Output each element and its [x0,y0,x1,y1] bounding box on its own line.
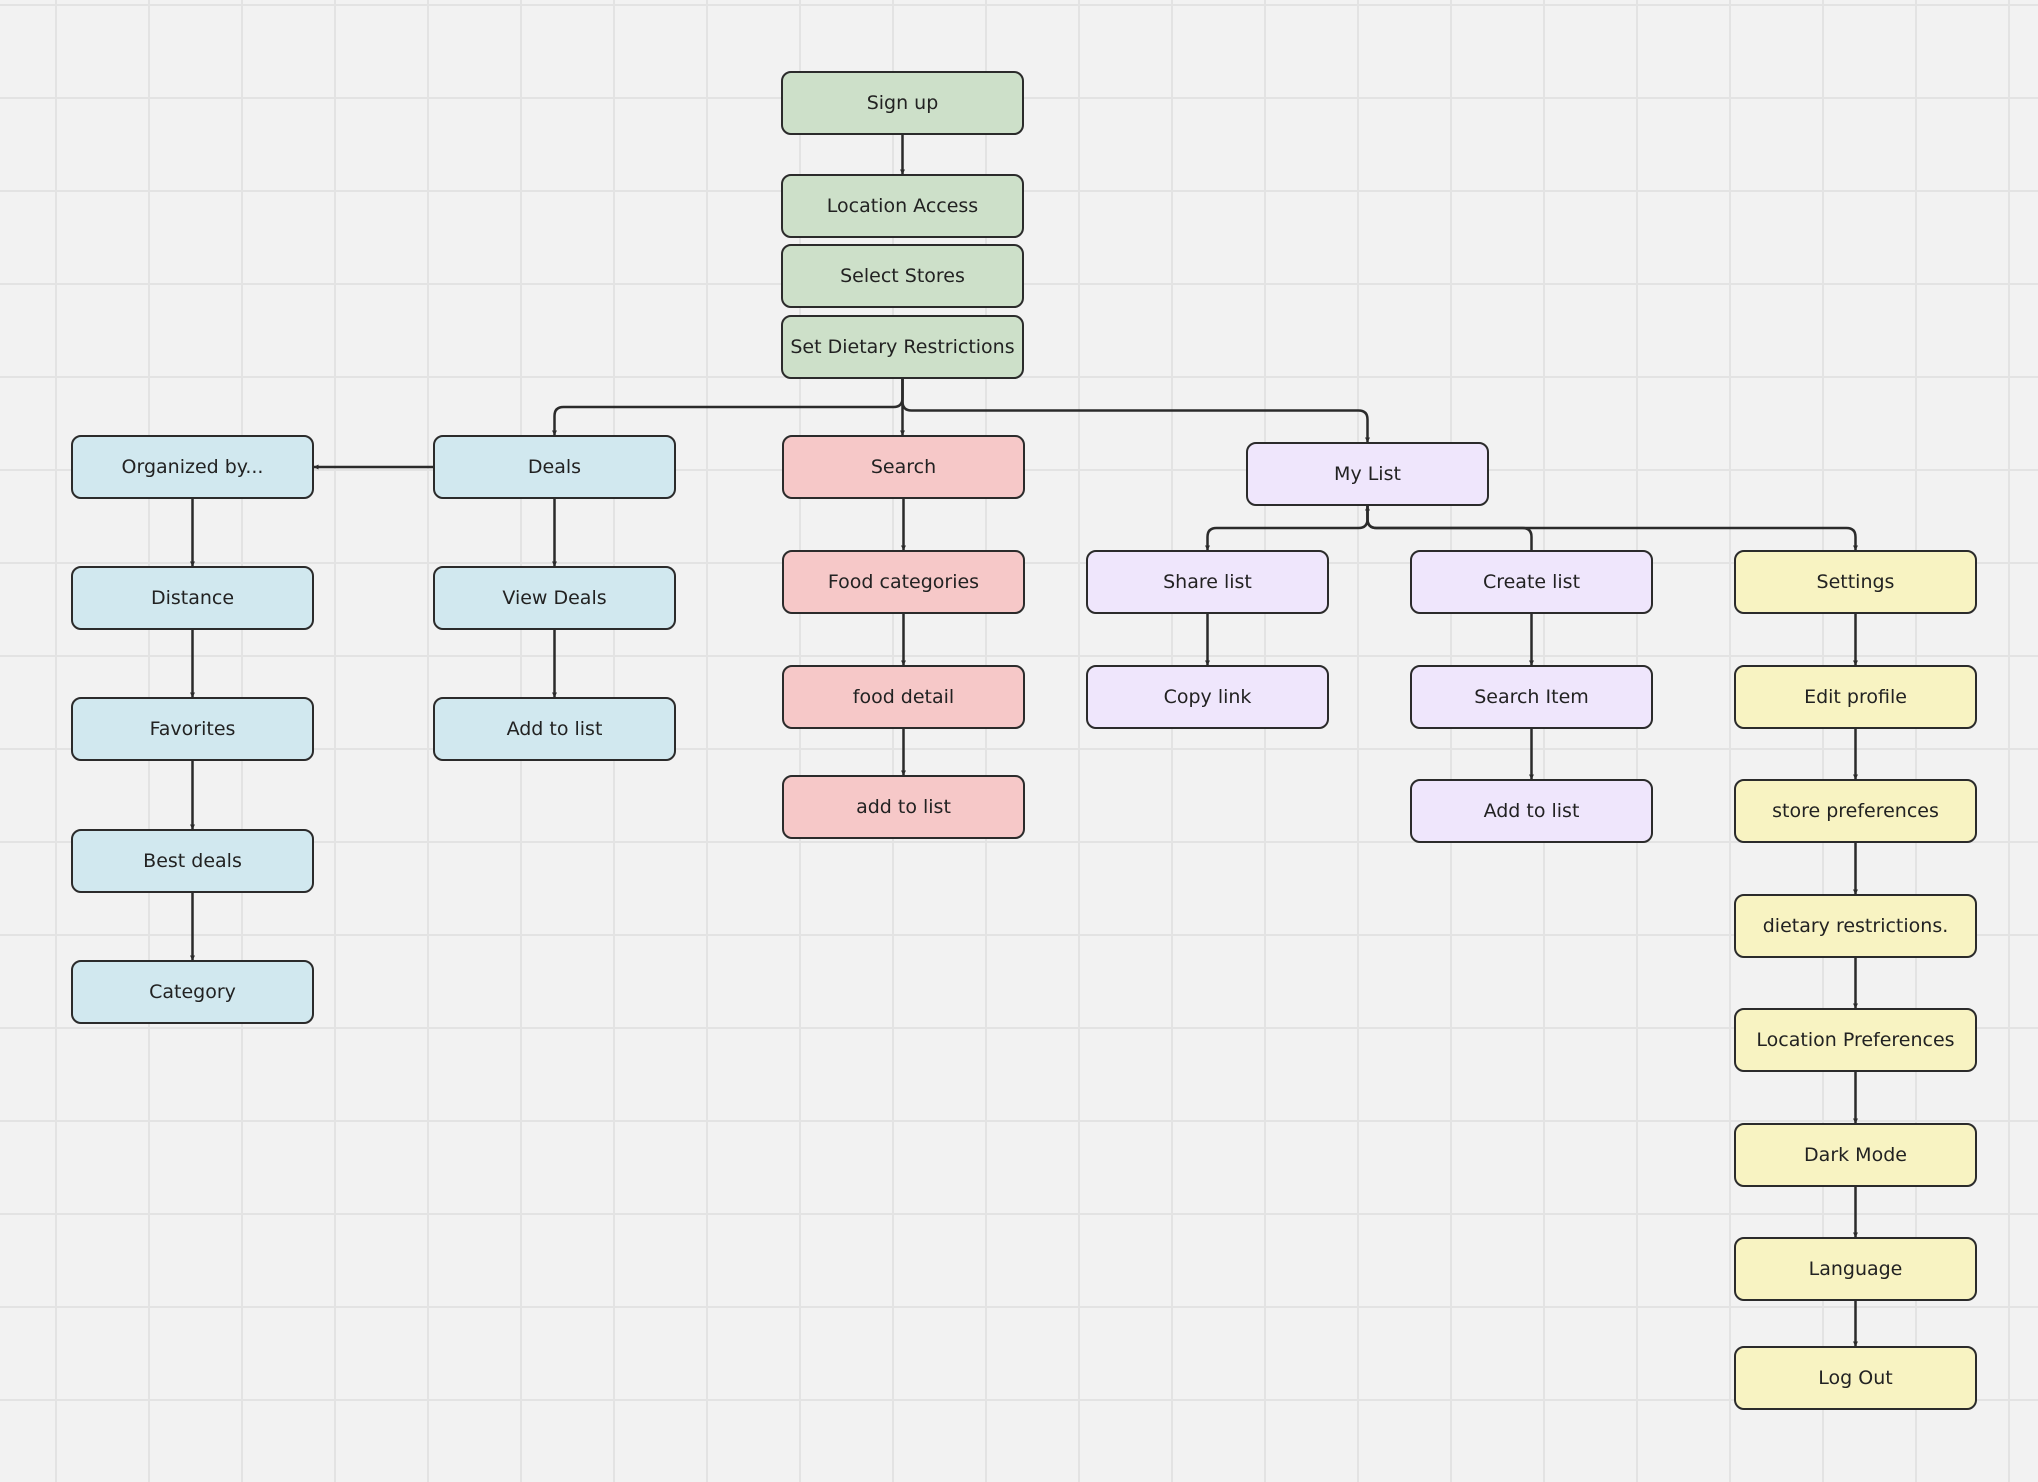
node-best-deals[interactable]: Best deals [71,829,314,893]
connector-create-list-to-my-list [1365,505,1533,550]
node-log-out[interactable]: Log Out [1734,1346,1977,1410]
node-search[interactable]: Search [782,435,1025,499]
node-dark-mode[interactable]: Dark Mode [1734,1123,1977,1187]
node-edit-profile[interactable]: Edit profile [1734,665,1977,729]
connector-my-list-to-share-list [1205,506,1369,551]
node-dietary-restrictions[interactable]: dietary restrictions. [1734,894,1977,958]
node-location-access[interactable]: Location Access [781,174,1024,238]
node-share-list[interactable]: Share list [1086,550,1329,614]
connector-set-dietary-restrictions-to-my-list [901,379,1370,443]
node-search-add-to-list[interactable]: add to list [782,775,1025,839]
node-location-preferences[interactable]: Location Preferences [1734,1008,1977,1072]
node-deals-add-to-list[interactable]: Add to list [433,697,676,761]
node-sign-up[interactable]: Sign up [781,71,1024,135]
node-create-list[interactable]: Create list [1410,550,1653,614]
node-deals[interactable]: Deals [433,435,676,499]
connector-set-dietary-restrictions-to-deals [552,379,904,436]
node-store-preferences[interactable]: store preferences [1734,779,1977,843]
node-search-item[interactable]: Search Item [1410,665,1653,729]
node-favorites[interactable]: Favorites [71,697,314,761]
node-language[interactable]: Language [1734,1237,1977,1301]
node-list-add-to-list[interactable]: Add to list [1410,779,1653,843]
node-copy-link[interactable]: Copy link [1086,665,1329,729]
node-my-list[interactable]: My List [1246,442,1489,506]
node-food-categories[interactable]: Food categories [782,550,1025,614]
node-view-deals[interactable]: View Deals [433,566,676,630]
node-set-dietary-restrictions[interactable]: Set Dietary Restrictions [781,315,1024,379]
node-select-stores[interactable]: Select Stores [781,244,1024,308]
node-category[interactable]: Category [71,960,314,1024]
node-distance[interactable]: Distance [71,566,314,630]
node-organized-by[interactable]: Organized by... [71,435,314,499]
node-settings[interactable]: Settings [1734,550,1977,614]
node-food-detail[interactable]: food detail [782,665,1025,729]
